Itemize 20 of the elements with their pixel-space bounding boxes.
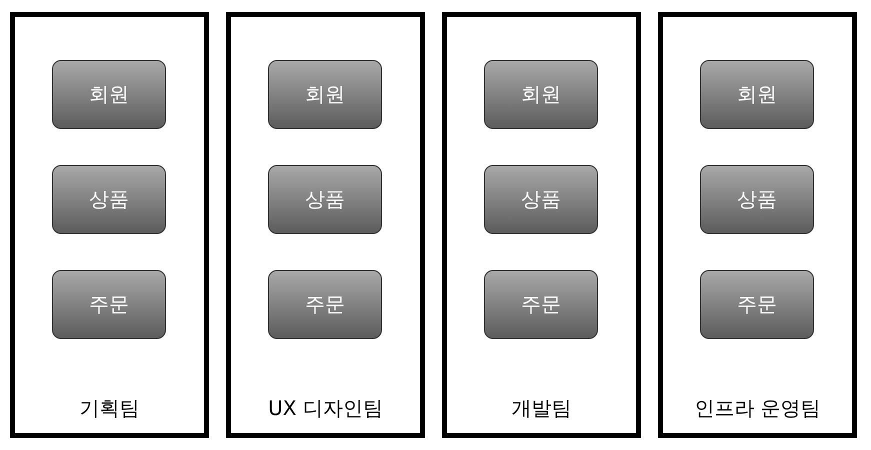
module-box: 주문 xyxy=(484,270,598,339)
module-box: 주문 xyxy=(700,270,814,339)
module-box: 상품 xyxy=(484,165,598,234)
team-panel xyxy=(658,12,857,438)
module-box: 상품 xyxy=(700,165,814,234)
team-label: UX 디자인팀 xyxy=(267,395,384,422)
module-box: 상품 xyxy=(268,165,382,234)
module-box: 회원 xyxy=(52,60,166,129)
team-label: 인프라 운영팀 xyxy=(693,395,822,422)
team-panel xyxy=(442,12,641,438)
module-box: 주문 xyxy=(52,270,166,339)
module-box: 회원 xyxy=(700,60,814,129)
module-box: 회원 xyxy=(484,60,598,129)
module-box: 상품 xyxy=(52,165,166,234)
team-label: 기획팀 xyxy=(78,395,140,422)
module-box: 주문 xyxy=(268,270,382,339)
team-label: 개발팀 xyxy=(510,395,572,422)
team-panel xyxy=(10,12,209,438)
module-box: 회원 xyxy=(268,60,382,129)
team-panel xyxy=(226,12,425,438)
